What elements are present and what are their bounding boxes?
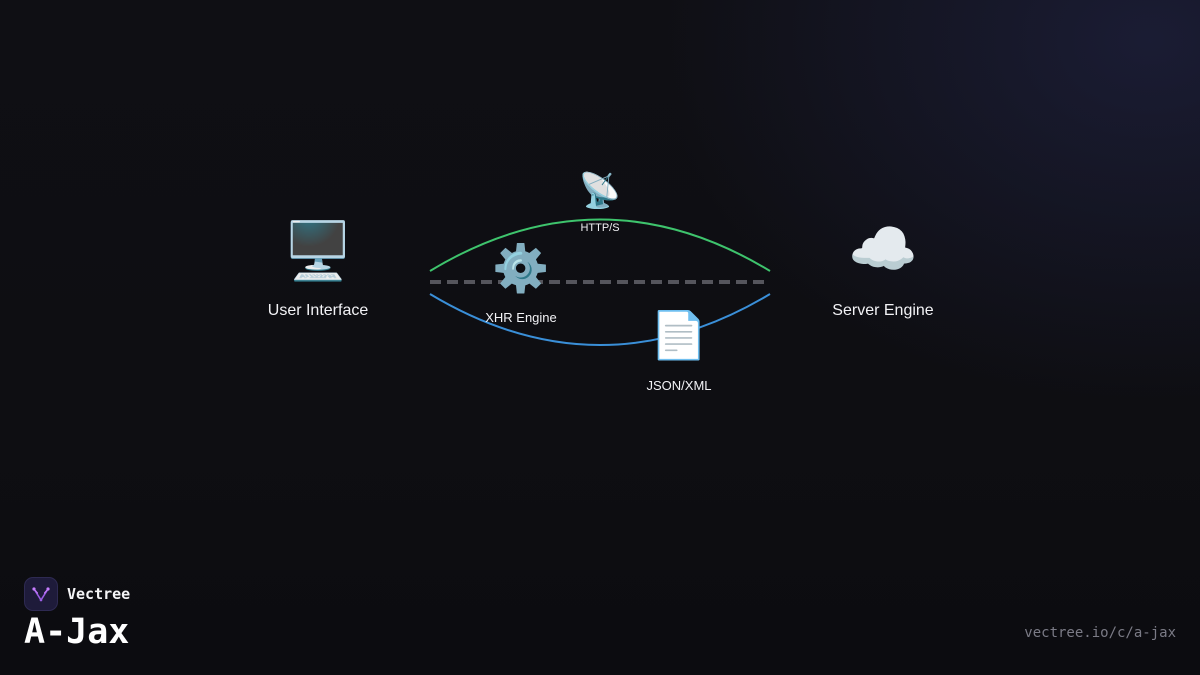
page-title: A-Jax bbox=[24, 612, 130, 652]
vectree-logo-icon bbox=[24, 577, 58, 611]
desktop-computer-icon: 🖥️ bbox=[283, 219, 353, 284]
page-url[interactable]: vectree.io/c/a-jax bbox=[1024, 625, 1176, 641]
https-label: HTTP/S bbox=[580, 222, 620, 234]
brand[interactable]: Vectree bbox=[24, 577, 130, 611]
json-xml-label: JSON/XML bbox=[646, 378, 712, 393]
response-arc bbox=[429, 293, 771, 346]
cloud-icon: ☁️ bbox=[848, 217, 918, 282]
gear-icon: ⚙️ bbox=[492, 241, 550, 295]
document-icon: 📄 bbox=[650, 308, 708, 362]
user-interface-label: User Interface bbox=[267, 302, 369, 319]
xhr-engine-label: XHR Engine bbox=[485, 310, 557, 325]
brand-name: Vectree bbox=[67, 585, 131, 603]
request-arc bbox=[429, 218, 771, 272]
server-engine-label: Server Engine bbox=[832, 302, 934, 319]
satellite-antenna-icon: 📡 bbox=[578, 171, 622, 211]
